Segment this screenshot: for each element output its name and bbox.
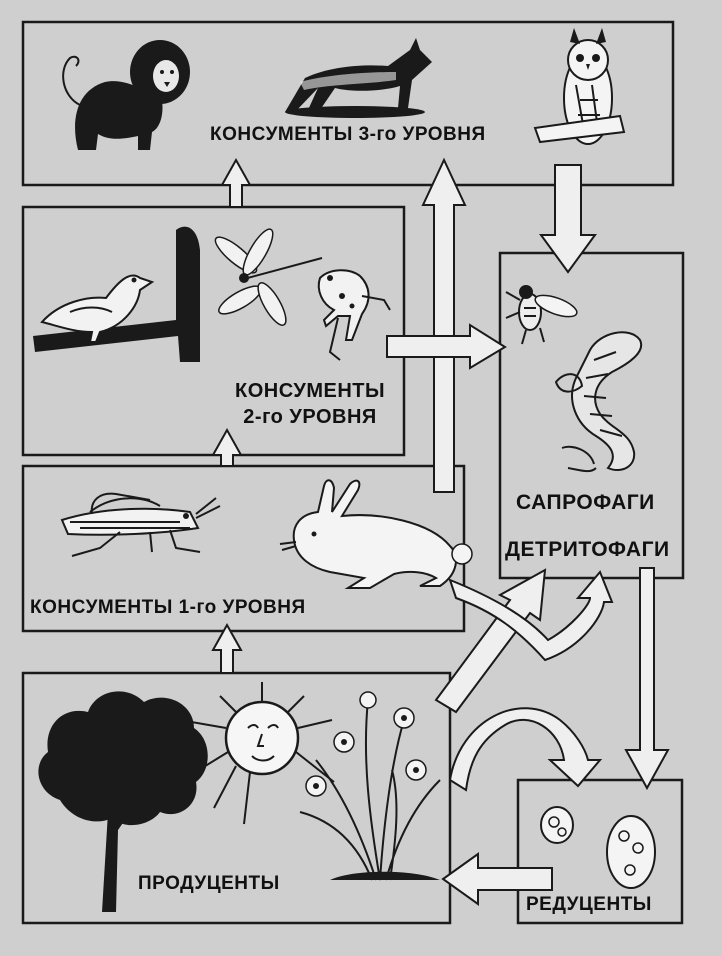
arrow-c1-to-c3 [421,157,467,493]
fly-icon [505,285,578,345]
arrow-prod-to-c1 [211,622,243,674]
arrow-c1-to-c2 [211,427,243,467]
consumers-2-label-line2: 2-го УРОВНЯ [243,406,377,428]
worm-icon [554,331,643,473]
saprophages-box [498,251,685,580]
consumers-2-label: КОНСУМЕНТЫ 2-го УРОВНЯ [235,378,385,430]
arrow-reducers-to-producers [441,852,553,906]
arrow-curved-c1-to-saprophages [448,570,614,662]
arrow-saprophages-to-reducers [624,567,670,791]
arrow-prod-to-saprophages [434,568,547,714]
consumers-2-label-line1: КОНСУМЕНТЫ [235,380,386,402]
producers-box [21,671,452,925]
branch-icon [33,226,200,362]
arrow-curved-to-reducers [448,707,603,792]
rabbit-icon [279,479,473,589]
arrow-c2-to-saprophages [386,323,507,370]
arrow-c2-to-c3 [220,157,252,208]
sun-icon [175,682,335,825]
flower-plant-icon [299,691,441,881]
bird-icon [40,274,155,343]
detritophages-label: ДЕТРИТОФАГИ [505,538,670,561]
tree-icon [38,691,208,912]
reducers-label: РЕДУЦЕНТЫ [526,894,652,915]
consumers-1-label: КОНСУМЕНТЫ 1-го УРОВНЯ [30,597,306,618]
producers-label: ПРОДУЦЕНТЫ [138,873,280,894]
grasshopper-icon [60,492,221,557]
consumers-3-box [21,20,675,187]
frog-icon [317,269,391,361]
wolf-icon [285,38,432,118]
arrow-c3-to-saprophages [539,164,597,274]
saprophages-label: САПРОФАГИ [516,491,655,514]
reducers-box [516,778,684,925]
lion-icon [62,40,190,150]
owl-icon [533,28,626,145]
microbe-icon [540,806,656,889]
consumers-3-label: КОНСУМЕНТЫ 3-го УРОВНЯ [210,124,486,145]
dragonfly-icon [214,228,323,326]
